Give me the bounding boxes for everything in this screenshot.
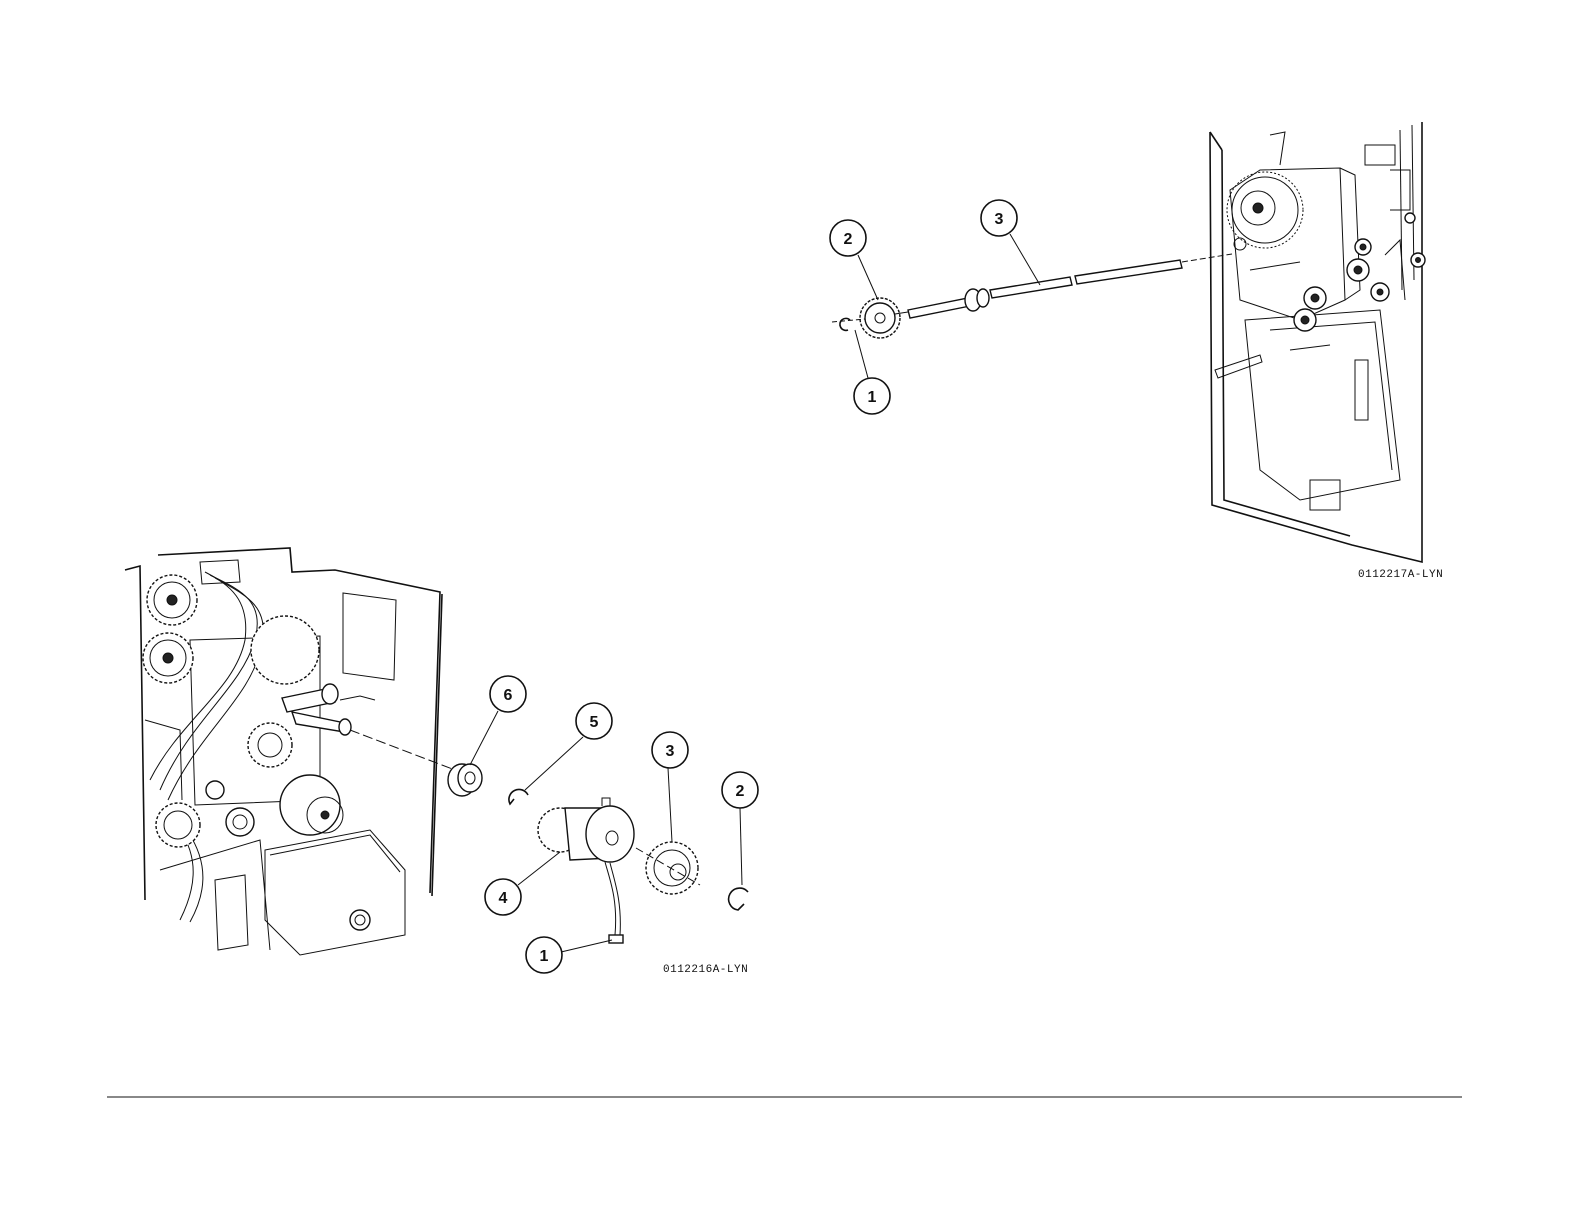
figure-left: 1 2 3 4 5 6 0112216A-LYN [125, 548, 758, 976]
svg-text:2: 2 [844, 231, 853, 248]
left-shafts [282, 684, 455, 770]
left-callout-1: 1 [526, 937, 562, 973]
figure-right: 1 2 3 0112217A-LYN [830, 122, 1443, 581]
left-callout-6: 6 [490, 676, 526, 712]
left-callout-2: 2 [722, 772, 758, 808]
svg-text:1: 1 [540, 948, 549, 965]
svg-text:2: 2 [736, 783, 745, 800]
left-e-clip-2 [729, 888, 748, 910]
svg-text:6: 6 [504, 687, 513, 704]
left-callout-3: 3 [652, 732, 688, 768]
left-clutch-assembly [538, 798, 634, 943]
svg-text:3: 3 [995, 211, 1004, 228]
svg-text:4: 4 [499, 890, 508, 907]
left-gear-3 [636, 842, 700, 894]
right-small-gear [860, 298, 908, 338]
svg-text:1: 1 [868, 389, 877, 406]
left-e-clip-5 [509, 789, 528, 804]
svg-text:3: 3 [666, 743, 675, 760]
right-callout-2: 2 [830, 220, 866, 256]
left-figure-label: 0112216A-LYN [663, 964, 748, 976]
right-figure-label: 0112217A-LYN [1358, 569, 1443, 581]
right-shaft [908, 254, 1300, 318]
right-frame-gear [1227, 172, 1303, 250]
right-frame-panel [1210, 122, 1422, 562]
left-callout-5: 5 [576, 703, 612, 739]
right-callout-1: 1 [854, 378, 890, 414]
right-frame-fasteners [1294, 213, 1425, 331]
left-bushing [448, 764, 482, 796]
right-callout-3: 3 [981, 200, 1017, 236]
svg-text:5: 5 [590, 714, 599, 731]
left-callout-4: 4 [485, 879, 521, 915]
